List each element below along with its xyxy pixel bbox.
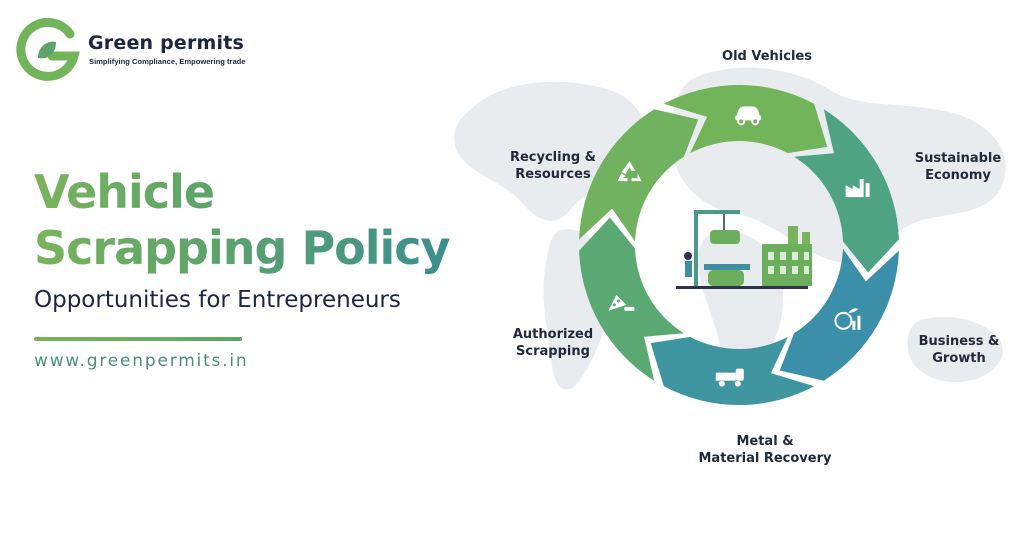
- website-url: www.greenpermits.in: [34, 351, 249, 371]
- brand-name: Green permits: [88, 32, 245, 54]
- cycle-segment-6: [579, 109, 699, 242]
- title-line-1: Vehicle: [34, 165, 215, 219]
- factory-icon: [845, 179, 870, 198]
- stage-label-authorized-scrapping: Authorized Scrapping: [512, 327, 594, 359]
- scrap-pile-icon: [608, 294, 635, 311]
- stage-label-business-growth: Business & Growth: [918, 334, 1000, 366]
- cycle-segment-5: [579, 217, 684, 381]
- growth-chart-icon: [834, 308, 861, 330]
- cycle-segment-4: [650, 336, 815, 405]
- page-title: Vehicle Scrapping Policy: [34, 164, 450, 276]
- accent-divider: [34, 337, 242, 341]
- car-icon: [735, 106, 762, 126]
- stage-label-old-vehicles: Old Vehicles: [722, 49, 812, 64]
- green-permits-logo: [16, 17, 80, 81]
- recycle-icon: [617, 161, 642, 182]
- title-line-2: Scrapping Policy: [34, 221, 450, 275]
- scrapping-cycle-diagram: [579, 85, 899, 405]
- stage-label-recycling-resources: Recycling & Resources: [509, 150, 597, 182]
- stage-label-metal-recovery: Metal & Material Recovery: [698, 434, 832, 466]
- stage-label-sustainable-economy: Sustainable Economy: [914, 151, 1002, 183]
- scrapyard-illustration: [676, 210, 812, 289]
- page-subtitle: Opportunities for Entrepreneurs: [34, 287, 401, 313]
- brand-tagline: Simplifying Compliance, Empowering trade: [89, 57, 246, 66]
- tow-truck-icon: [715, 368, 744, 387]
